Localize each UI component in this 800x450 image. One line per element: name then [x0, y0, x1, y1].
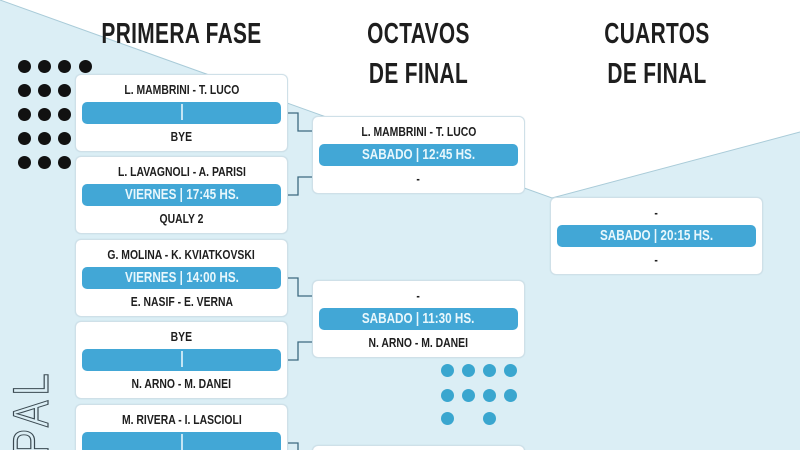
- title-line: OCTAVOS: [367, 18, 470, 50]
- player-top: L. LAVAGNOLI - A. PARISI: [117, 164, 246, 179]
- dot: [462, 389, 475, 402]
- dot: [38, 84, 51, 97]
- dot: [18, 60, 31, 73]
- dot: [483, 412, 496, 425]
- separator: [180, 434, 183, 450]
- dot: [18, 108, 31, 121]
- schedule-bar: VIERNES | 17:45 HS.: [82, 184, 281, 206]
- dot: [18, 84, 31, 97]
- title-line: CUARTOS: [604, 18, 710, 50]
- player-top: L. MAMBRINI - T. LUCO: [124, 82, 239, 97]
- player-top: BYE: [170, 329, 193, 344]
- match-primera-4[interactable]: BYE N. ARNO - M. DANEI: [75, 321, 288, 399]
- dot: [79, 60, 92, 73]
- player-bottom: BYE: [170, 129, 193, 144]
- player-top: L. MAMBRINI - T. LUCO: [361, 124, 476, 139]
- separator: [180, 351, 183, 368]
- dot: [483, 389, 496, 402]
- title-line: PRIMERA FASE: [101, 18, 262, 50]
- dot: [441, 389, 454, 402]
- player-top: G. MOLINA - K. KVIATKOVSKI: [107, 247, 256, 262]
- dot: [58, 132, 71, 145]
- title-primera-fase: PRIMERA FASE: [94, 14, 269, 54]
- match-octavos-1[interactable]: L. MAMBRINI - T. LUCO SABADO | 12:45 HS.…: [312, 116, 525, 194]
- schedule-bar: [82, 349, 281, 371]
- dot: [462, 364, 475, 377]
- player-bottom: E. NASIF - E. VERNA: [130, 294, 233, 309]
- dot: [38, 60, 51, 73]
- dot: [504, 364, 517, 377]
- schedule-bar: SABADO | 20:15 HS.: [557, 225, 756, 247]
- match-cuartos-1[interactable]: - SABADO | 20:15 HS. -: [550, 197, 763, 275]
- dot: [58, 84, 71, 97]
- dot: [504, 389, 517, 402]
- player-bottom: -: [416, 171, 421, 186]
- dot: [441, 364, 454, 377]
- match-primera-2[interactable]: L. LAVAGNOLI - A. PARISI VIERNES | 17:45…: [75, 156, 288, 234]
- side-label-text: PRINCIPAL: [2, 368, 59, 450]
- schedule-bar: VIERNES | 14:00 HS.: [82, 267, 281, 289]
- schedule-bar: [82, 102, 281, 124]
- separator: [180, 104, 183, 121]
- player-bottom: -: [654, 252, 659, 267]
- match-primera-3[interactable]: G. MOLINA - K. KVIATKOVSKI VIERNES | 14:…: [75, 239, 288, 317]
- dot: [18, 132, 31, 145]
- dot: [38, 156, 51, 169]
- schedule-bar: [82, 432, 281, 450]
- side-label-principal: PRINCIPAL: [2, 306, 59, 450]
- player-top: -: [654, 205, 659, 220]
- dot: [58, 108, 71, 121]
- title-octavos: OCTAVOS DE FINAL: [333, 14, 504, 94]
- match-octavos-2[interactable]: - SABADO | 11:30 HS. N. ARNO - M. DANEI: [312, 280, 525, 358]
- player-top: M. RIVERA - I. LASCIOLI: [121, 412, 242, 427]
- match-primera-1[interactable]: L. MAMBRINI - T. LUCO BYE: [75, 74, 288, 152]
- bracket-connectors: [283, 112, 312, 450]
- dot: [58, 156, 71, 169]
- player-bottom: N. ARNO - M. DANEI: [368, 335, 469, 350]
- dot: [18, 156, 31, 169]
- player-bottom: N. ARNO - M. DANEI: [131, 376, 232, 391]
- schedule-bar: SABADO | 12:45 HS.: [319, 144, 518, 166]
- match-primera-5[interactable]: M. RIVERA - I. LASCIOLI: [75, 404, 288, 450]
- player-bottom: QUALY 2: [159, 211, 204, 226]
- title-line: DE FINAL: [368, 58, 469, 90]
- player-top: -: [416, 288, 421, 303]
- title-line: DE FINAL: [607, 58, 707, 90]
- dot: [483, 364, 496, 377]
- dot: [38, 108, 51, 121]
- title-cuartos: CUARTOS DE FINAL: [571, 14, 744, 94]
- dot: [441, 412, 454, 425]
- dot: [58, 60, 71, 73]
- dot: [38, 132, 51, 145]
- match-octavos-3[interactable]: [312, 445, 525, 450]
- schedule-bar: SABADO | 11:30 HS.: [319, 308, 518, 330]
